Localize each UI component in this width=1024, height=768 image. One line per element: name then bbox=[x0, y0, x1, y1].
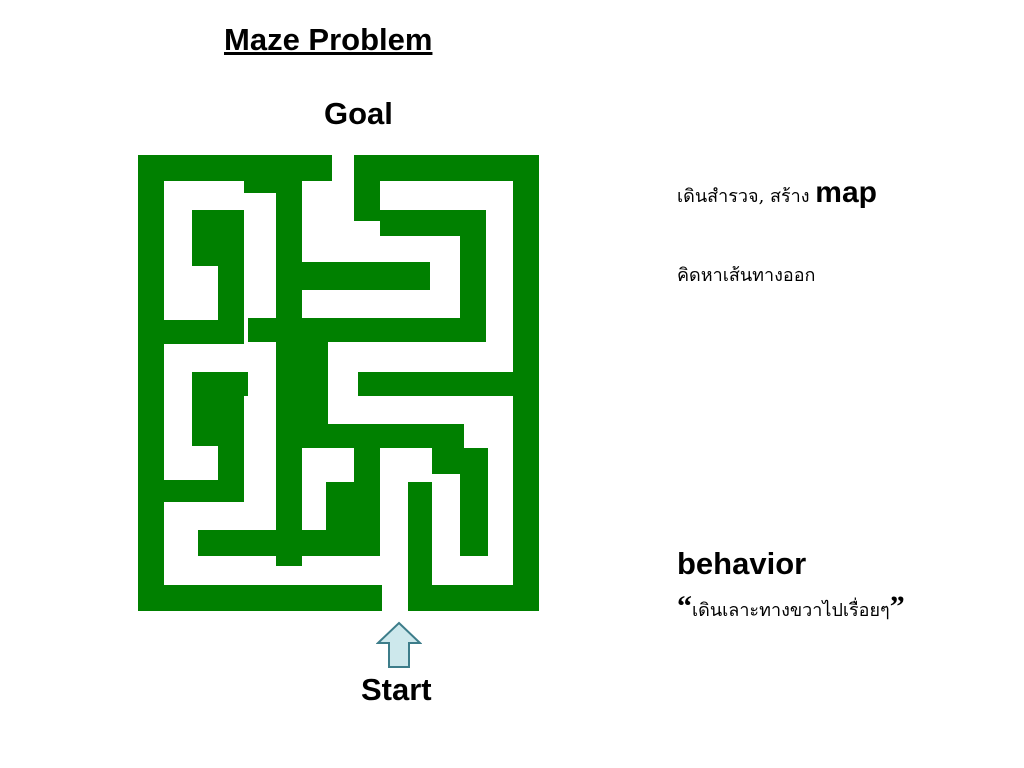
maze-wall bbox=[138, 155, 332, 181]
behavior-quote: “เดินเลาะทางขวาไปเรื่อยๆ” bbox=[677, 590, 905, 624]
behavior-label: behavior bbox=[677, 546, 807, 581]
maze-wall bbox=[302, 262, 430, 290]
maze-wall bbox=[192, 210, 218, 266]
note-map-word: map bbox=[815, 176, 877, 209]
maze-wall bbox=[302, 424, 464, 448]
maze-wall bbox=[358, 372, 513, 396]
maze-wall bbox=[408, 482, 432, 585]
maze-wall bbox=[244, 181, 276, 193]
maze-wall bbox=[276, 342, 302, 566]
maze-wall bbox=[198, 530, 276, 556]
maze-wall bbox=[354, 155, 539, 181]
maze-wall bbox=[164, 480, 244, 502]
quote-close: ” bbox=[889, 590, 905, 623]
maze-wall bbox=[248, 318, 484, 342]
maze-wall bbox=[164, 320, 244, 344]
maze-wall bbox=[138, 585, 382, 611]
start-label: Start bbox=[361, 672, 432, 707]
maze-wall bbox=[276, 181, 302, 341]
maze-wall bbox=[138, 155, 164, 611]
note-explore-map: เดินสำรวจ, สร้าง map bbox=[677, 176, 877, 210]
slide-title: Maze Problem bbox=[224, 22, 433, 57]
maze-wall bbox=[408, 585, 539, 611]
maze-wall bbox=[460, 448, 488, 556]
maze-wall bbox=[513, 155, 539, 611]
maze-wall bbox=[354, 448, 380, 556]
maze-walls bbox=[138, 155, 539, 611]
maze-wall bbox=[218, 236, 244, 320]
maze-wall bbox=[192, 372, 218, 446]
maze-wall bbox=[354, 181, 380, 221]
maze-wall bbox=[460, 210, 486, 342]
quote-open: “ bbox=[677, 590, 692, 623]
up-arrow-icon bbox=[376, 621, 422, 668]
note-find-exit: คิดหาเส้นทางออก bbox=[677, 265, 816, 286]
maze-wall bbox=[326, 482, 354, 538]
goal-label: Goal bbox=[324, 96, 393, 131]
behavior-quote-text: เดินเลาะทางขวาไปเรื่อยๆ bbox=[692, 600, 890, 621]
note-explore-thai: เดินสำรวจ, สร้าง bbox=[677, 186, 816, 207]
maze-wall bbox=[218, 396, 244, 486]
